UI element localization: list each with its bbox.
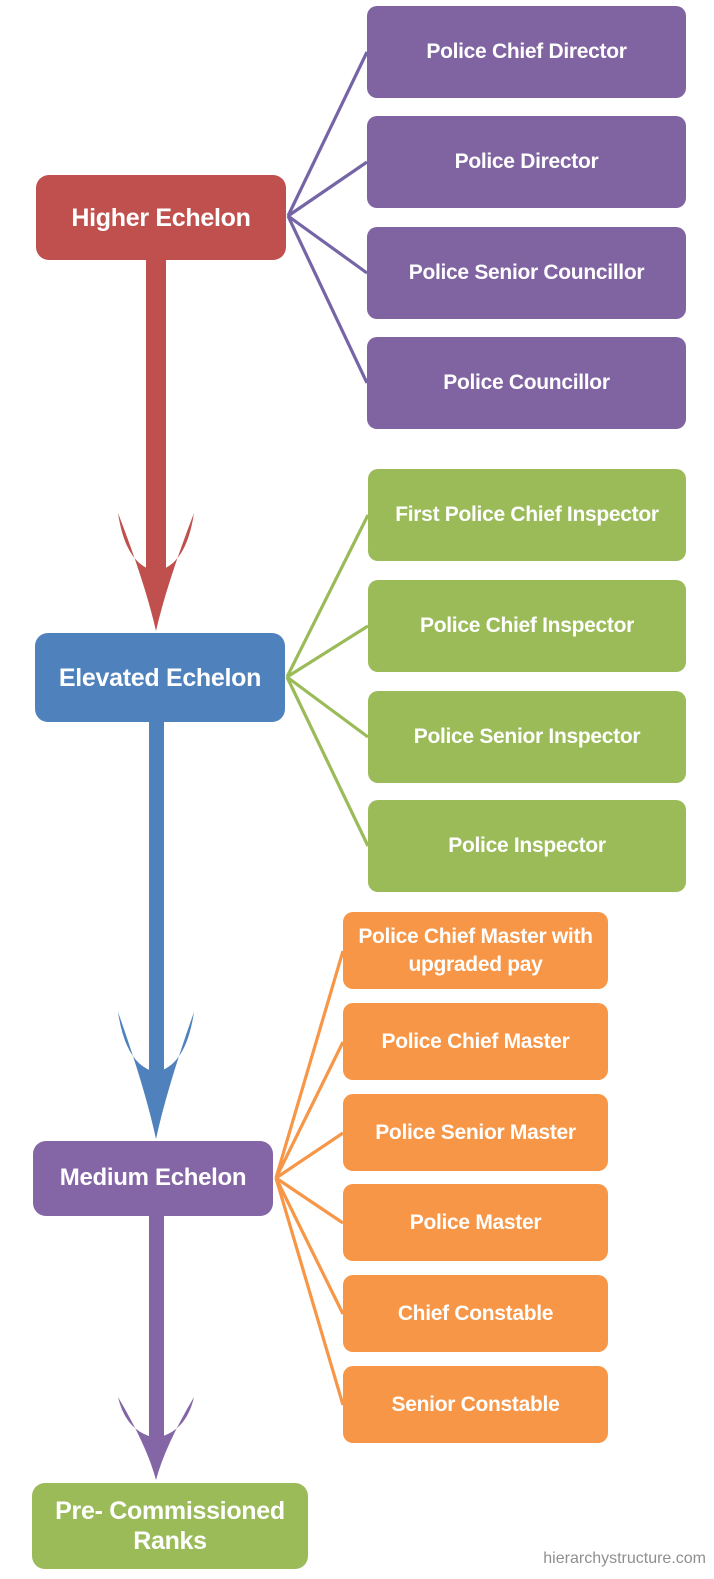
level-box-medium-echelon: Medium Echelon — [33, 1141, 273, 1216]
arrow-higher-to-elevated — [118, 258, 194, 631]
level-box-higher-echelon: Higher Echelon — [36, 175, 286, 260]
arrow-elevated-to-medium — [118, 720, 194, 1139]
rank-box-first-police-chief-inspector: First Police Chief Inspector — [368, 469, 686, 561]
watermark-text: hierarchystructure.com — [543, 1550, 706, 1567]
rank-box-police-councillor: Police Councillor — [367, 337, 686, 429]
rank-box-police-chief-master: Police Chief Master — [343, 1003, 608, 1080]
rank-box-chief-constable: Chief Constable — [343, 1275, 608, 1352]
rank-box-police-chief-master-upgraded-pay: Police Chief Master with upgraded pay — [343, 912, 608, 989]
rank-box-police-inspector: Police Inspector — [368, 800, 686, 892]
rank-box-police-senior-master: Police Senior Master — [343, 1094, 608, 1171]
level-box-elevated-echelon: Elevated Echelon — [35, 633, 285, 722]
rank-box-police-master: Police Master — [343, 1184, 608, 1261]
rank-box-police-chief-director: Police Chief Director — [367, 6, 686, 98]
arrow-medium-to-pre-commissioned — [118, 1214, 194, 1480]
connector-lines-elevated — [285, 514, 370, 847]
rank-box-senior-constable: Senior Constable — [343, 1366, 608, 1443]
rank-box-police-senior-councillor: Police Senior Councillor — [367, 227, 686, 319]
connector-lines-medium — [274, 950, 345, 1406]
rank-box-police-director: Police Director — [367, 116, 686, 208]
level-box-pre-commissioned-ranks: Pre- Commissioned Ranks — [32, 1483, 308, 1569]
connector-lines-higher — [286, 51, 369, 384]
rank-box-police-chief-inspector: Police Chief Inspector — [368, 580, 686, 672]
rank-box-police-senior-inspector: Police Senior Inspector — [368, 691, 686, 783]
